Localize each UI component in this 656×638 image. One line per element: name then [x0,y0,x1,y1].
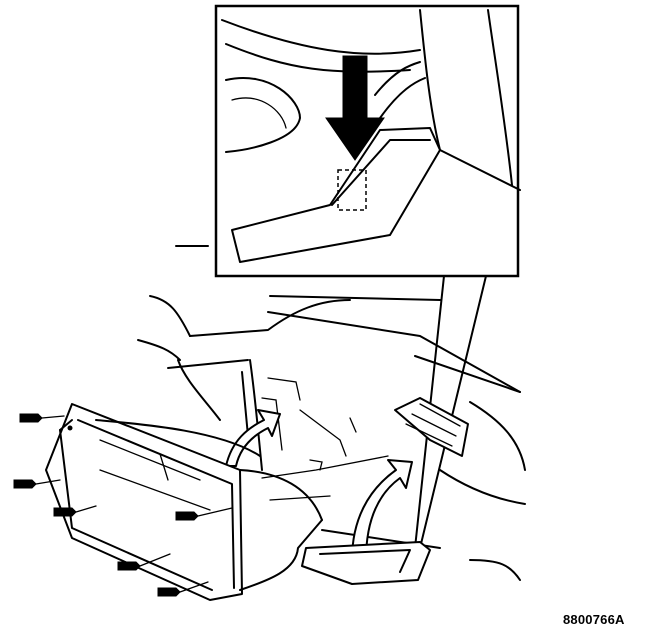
screw-icon [157,581,209,597]
mounting-screws [13,413,233,597]
screw-icon [175,507,233,521]
screw-icon [117,553,171,571]
push-down-arrow-icon [325,55,385,161]
glove-box-stop-tab [301,541,431,585]
screw-icon [13,479,61,489]
rotate-arrow-left-icon [225,409,281,467]
detail-inset [175,4,521,278]
rotate-arrow-right-icon [351,459,413,561]
screw-icon [67,425,73,431]
callout-leader-line [419,275,487,549]
figure-id-label: 8800766A [563,612,625,627]
glove-box-bin [45,403,323,601]
screw-icon [53,505,97,517]
screw-icon [19,413,65,423]
air-vent [394,397,469,457]
